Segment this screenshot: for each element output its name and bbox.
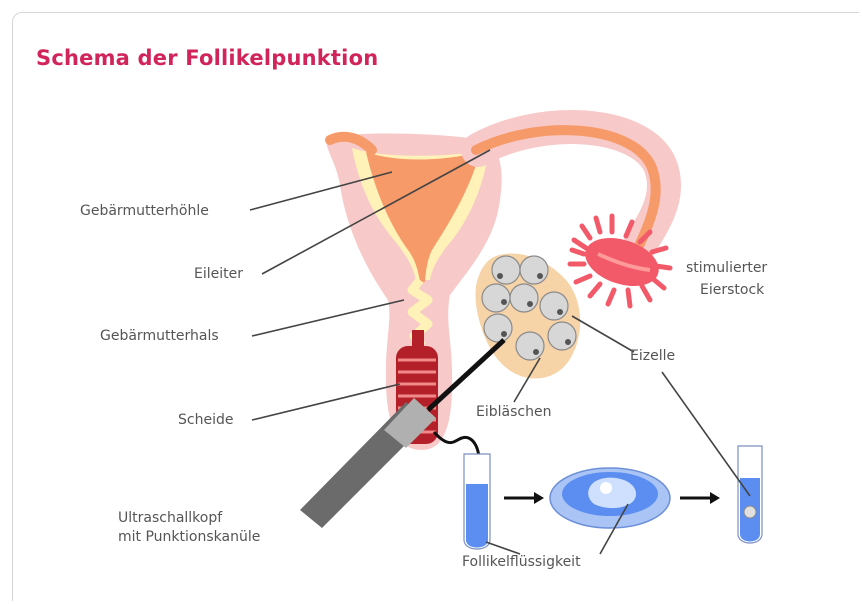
label-fallopian-tube: Eileiter — [194, 266, 243, 282]
follicle — [492, 256, 520, 284]
test-tube-egg — [738, 446, 762, 543]
label-vagina: Scheide — [178, 412, 233, 428]
follicle — [548, 322, 576, 350]
follicle-cluster — [475, 253, 580, 378]
follicle — [516, 332, 544, 360]
follicle — [482, 284, 510, 312]
label-probe-line2: mit Punktionskanüle — [118, 529, 260, 545]
follicle — [540, 292, 568, 320]
label-egg-cell: Eizelle — [630, 348, 675, 364]
label-ovary-line2: Eierstock — [700, 282, 765, 298]
label-cervix: Gebärmutterhals — [100, 328, 219, 344]
test-tube-fluid — [464, 454, 490, 549]
follicle — [510, 284, 538, 312]
label-follicular-fluid: Follikelflüssigkeit — [462, 554, 581, 570]
follicle — [520, 256, 548, 284]
petri-dish — [550, 468, 670, 528]
follicle — [484, 314, 512, 342]
label-uterine-cavity: Gebärmutterhöhle — [80, 203, 209, 219]
label-probe-line1: Ultraschallkopf — [118, 510, 223, 526]
label-ovary-line1: stimulierter — [686, 260, 767, 276]
label-follicles: Eibläschen — [476, 404, 551, 420]
